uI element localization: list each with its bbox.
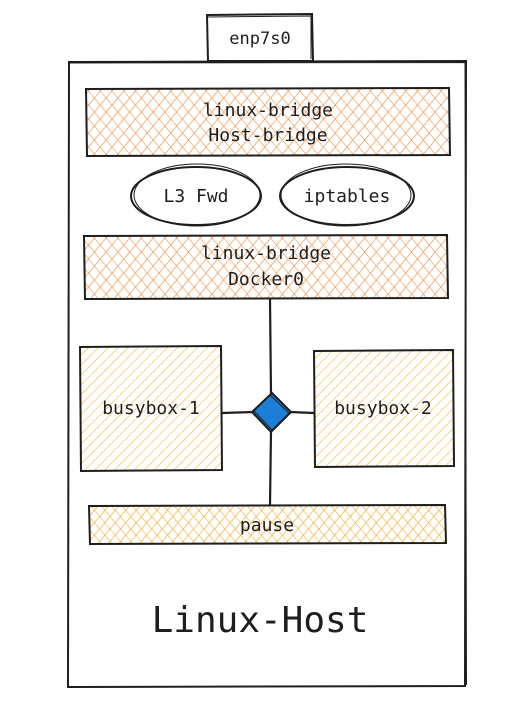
link-docker0-switch [268,298,273,395]
link-busybox1-switch [221,410,255,415]
docker0-bridge-box: linux-bridge Docker0 [82,233,450,301]
l3-fwd-node: L3 Fwd [130,163,262,227]
nic-label: enp7s0 [229,29,290,49]
busybox-2-box: busybox-2 [312,348,456,469]
l3-fwd-label: L3 Fwd [163,186,228,207]
pause-label: pause [240,515,294,536]
docker0-line2: Docker0 [228,269,304,290]
pause-container-box: pause [87,503,448,546]
nic-enp7s0: enp7s0 [205,12,315,62]
busybox-2-label: busybox-2 [334,398,432,419]
busybox-1-box: busybox-1 [78,344,224,473]
link-switch-busybox2 [289,410,315,415]
link-switch-pause [268,430,273,506]
busybox-1-label: busybox-1 [102,398,200,419]
host-bridge-line2: Host-bridge [208,125,327,146]
docker0-line1: linux-bridge [201,243,331,264]
connection-lines [221,298,315,506]
linux-host-box [66,59,468,689]
linux-host-label: Linux-Host [152,600,369,641]
host-bridge-box: linux-bridge Host-bridge [84,86,452,158]
iptables-node: iptables [279,163,415,227]
iptables-label: iptables [304,186,391,207]
host-bridge-line1: linux-bridge [203,100,333,121]
diamond-switch-icon [250,391,293,434]
